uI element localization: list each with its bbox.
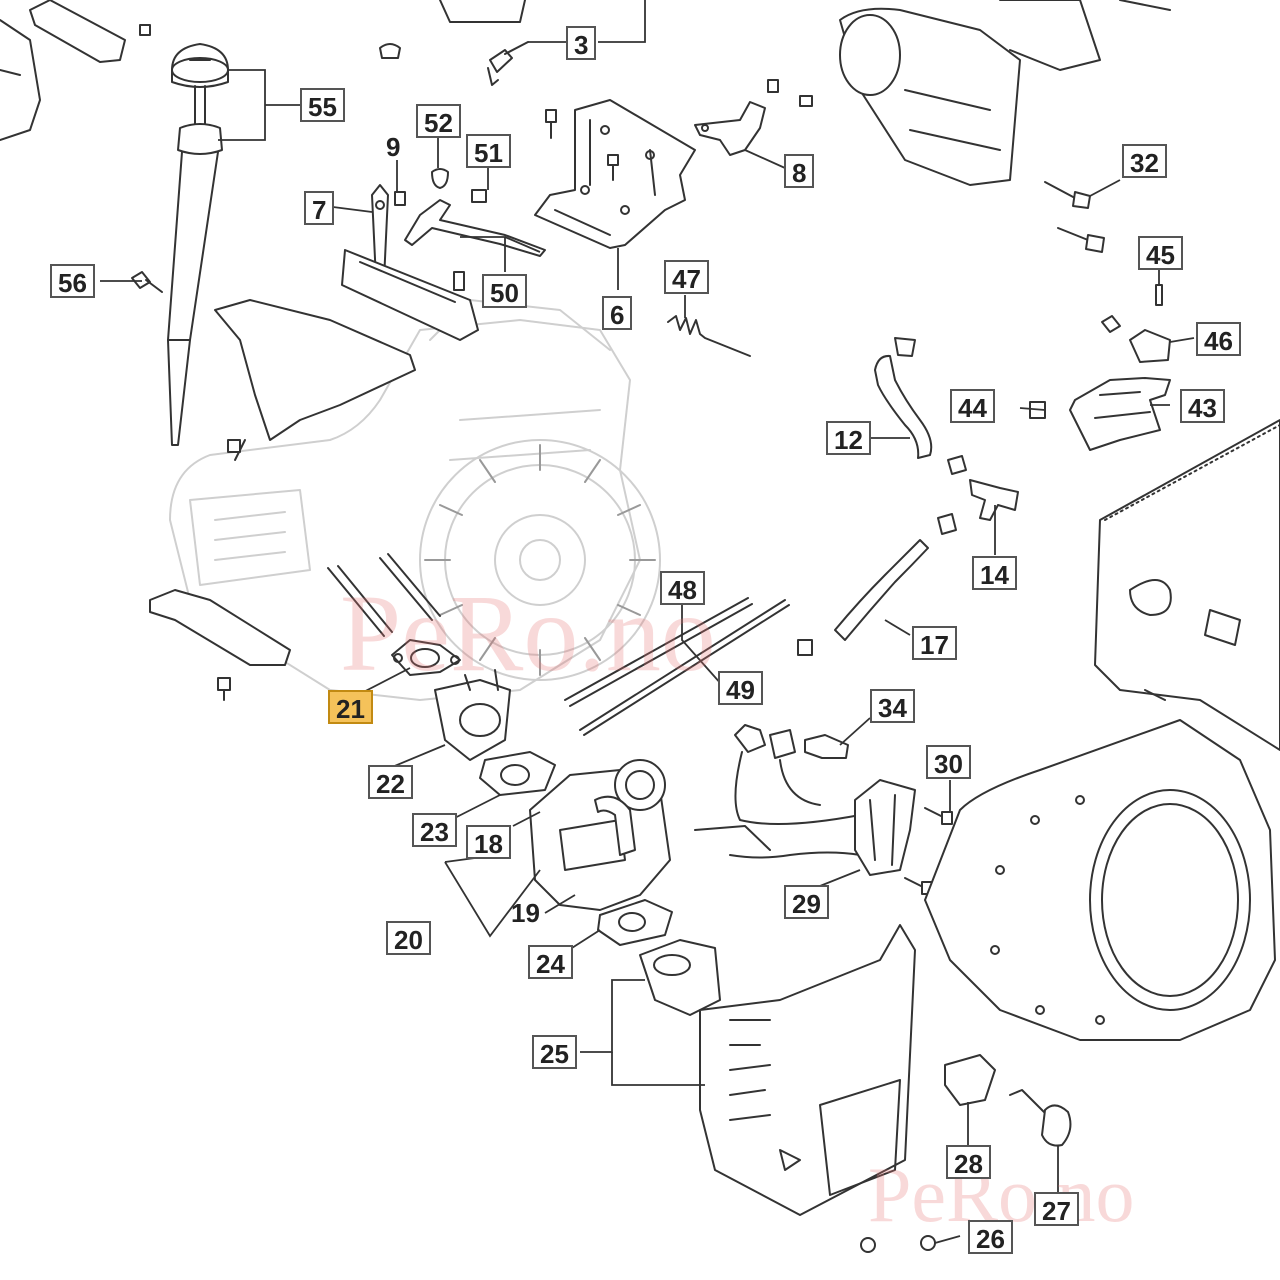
callout-50[interactable]: 50	[482, 274, 527, 308]
callout-45[interactable]: 45	[1138, 236, 1183, 270]
starter-motor	[839, 0, 1171, 186]
sensor-34	[804, 734, 849, 759]
callout-25[interactable]: 25	[532, 1035, 577, 1069]
spacer-22	[434, 669, 511, 761]
small-bolts-cluster	[394, 168, 487, 291]
flywheel-fins	[424, 444, 656, 676]
bolt-56	[131, 271, 163, 293]
link-lever-50	[404, 199, 546, 257]
callout-26[interactable]: 26	[968, 1220, 1013, 1254]
leader-lines	[100, 0, 1195, 1244]
fuel-hose-12	[874, 337, 933, 459]
callout-47[interactable]: 47	[664, 260, 709, 294]
spring-47	[667, 315, 751, 357]
rods-48-49	[564, 597, 790, 736]
bolt-upper	[545, 109, 619, 181]
relay-group	[1029, 284, 1171, 451]
engine-block-ghost	[169, 299, 661, 701]
callout-43[interactable]: 43	[1180, 389, 1225, 423]
callout-32[interactable]: 32	[1122, 144, 1167, 178]
callout-56[interactable]: 56	[50, 264, 95, 298]
ignition-coil-29	[854, 779, 916, 876]
callout-8[interactable]: 8	[784, 154, 815, 188]
callout-30[interactable]: 30	[926, 745, 971, 779]
air-filter-25	[639, 924, 916, 1216]
fuel-tee-14	[937, 455, 1019, 535]
ignition-wires	[694, 724, 881, 859]
callout-20[interactable]: 20	[386, 921, 431, 955]
callout-48[interactable]: 48	[660, 571, 705, 605]
callout-18[interactable]: 18	[466, 825, 511, 859]
mounting-bracket-6	[534, 99, 696, 249]
bolts-32	[1044, 181, 1105, 253]
bracket-8	[694, 79, 813, 156]
top-left-parts	[0, 0, 151, 141]
callout-6[interactable]: 6	[602, 296, 633, 330]
callout-29[interactable]: 29	[784, 885, 829, 919]
callout-34[interactable]: 34	[870, 689, 915, 723]
callout-52[interactable]: 52	[416, 104, 461, 138]
governor-bracket-7	[341, 184, 479, 341]
long-bolts	[327, 553, 441, 637]
callout-55[interactable]: 55	[300, 88, 345, 122]
callout-49[interactable]: 49	[718, 671, 763, 705]
fuel-hose-17	[797, 539, 929, 656]
callout-9[interactable]: 9	[386, 132, 401, 162]
dipstick-55	[167, 43, 229, 446]
nuts-26	[860, 1235, 936, 1253]
callout-14[interactable]: 14	[972, 556, 1017, 590]
callout-46[interactable]: 46	[1196, 322, 1241, 356]
callout-3[interactable]: 3	[566, 26, 597, 60]
carburetor-20	[529, 759, 671, 911]
callout-28[interactable]: 28	[946, 1145, 991, 1179]
callout-44[interactable]: 44	[950, 389, 995, 423]
callout-12[interactable]: 12	[826, 421, 871, 455]
gasket-21	[391, 639, 461, 676]
sensor-3	[379, 0, 529, 86]
key-27	[1009, 1089, 1072, 1147]
cover-plate-upper	[214, 299, 416, 461]
callout-17[interactable]: 17	[912, 626, 957, 660]
switch-28	[944, 1054, 996, 1106]
callout-22[interactable]: 22	[368, 765, 413, 799]
callout-7[interactable]: 7	[304, 191, 335, 225]
callout-27[interactable]: 27	[1034, 1192, 1079, 1226]
gasket-23	[479, 751, 556, 796]
guard-plate	[149, 589, 291, 701]
callout-24[interactable]: 24	[528, 945, 573, 979]
callout-51[interactable]: 51	[466, 134, 511, 168]
callout-19[interactable]: 19	[511, 898, 540, 928]
fan-shroud	[924, 719, 1276, 1041]
gasket-24	[597, 899, 673, 946]
housing-plate-right	[1094, 419, 1280, 751]
callout-23[interactable]: 23	[412, 813, 457, 847]
callout-21[interactable]: 21	[328, 690, 373, 724]
